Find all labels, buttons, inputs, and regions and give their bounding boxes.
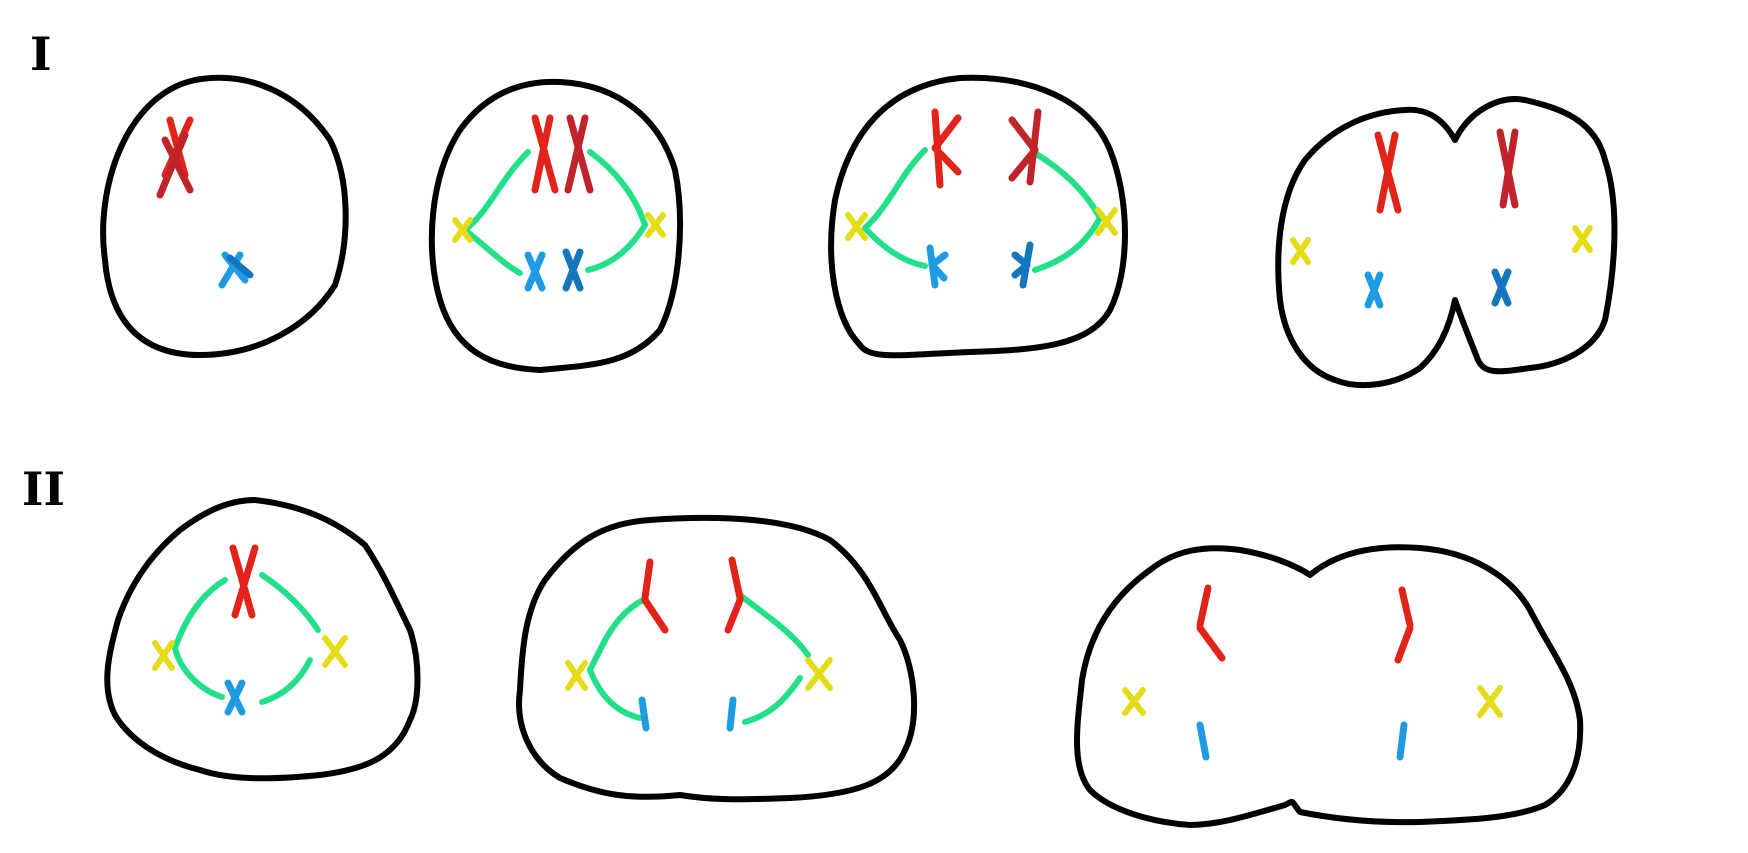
chromosome-blue-left (926, 244, 949, 289)
chromosome-blue-left (1364, 271, 1384, 309)
spindle-fibers (862, 147, 1103, 273)
centrosome-right (645, 212, 666, 238)
chromosome-pair-blue (218, 251, 254, 289)
chromosome-red-right (1008, 108, 1042, 186)
spindle-fibers (172, 572, 321, 705)
cell-membrane (1074, 544, 1584, 828)
centrosome-right (322, 635, 348, 668)
chromosome-pair-red (156, 116, 194, 199)
centrosome-right (1477, 685, 1503, 718)
chromosome-red (229, 544, 259, 619)
centrosome-left (845, 212, 868, 241)
cell-membrane (100, 74, 349, 358)
chromosomes-red (531, 114, 594, 194)
centrosome-left (1290, 237, 1311, 265)
chromatid-blue-right (726, 696, 737, 732)
cell-row2-stage1 (104, 497, 421, 782)
chromosome-red-right (1496, 128, 1519, 209)
chromosome-blue-right (1011, 241, 1034, 289)
chromatid-blue-right (1396, 721, 1408, 761)
chromatid-red-left (1196, 584, 1226, 662)
cell-row1-stage2 (428, 78, 683, 373)
cell-row2-stage2 (516, 514, 917, 803)
centrosome-left (452, 217, 473, 243)
centrosome-right (805, 657, 833, 691)
chromosome-blue (224, 679, 246, 716)
cell-row2-stage3 (1074, 544, 1584, 828)
centrosome-left (1122, 687, 1146, 716)
row-label-1: I (30, 27, 52, 81)
spindle-fibers (462, 149, 648, 276)
centrosome-right (1572, 225, 1593, 253)
cell-membrane (428, 78, 683, 373)
cell-membrane (828, 74, 1128, 359)
cell-row1-stage4 (1275, 96, 1618, 389)
cell-membrane (516, 514, 917, 803)
spindle-fibers (587, 592, 811, 725)
chromosome-red-left (931, 108, 962, 189)
chromatid-blue-left (1196, 721, 1210, 761)
row-label-2: II (22, 462, 65, 516)
chromatid-red-right (1394, 586, 1414, 664)
chromatid-blue-left (638, 696, 650, 732)
cell-row1-stage1 (100, 74, 349, 358)
centrosome-left (565, 660, 588, 691)
centrosome-right (1095, 207, 1118, 236)
chromatid-red-right (724, 556, 744, 634)
chromatid-red-left (641, 558, 669, 634)
chromosome-red-left (1374, 131, 1402, 214)
cell-row1-stage3 (828, 74, 1128, 359)
cell-membrane (104, 497, 421, 782)
chromosomes-blue (524, 248, 584, 292)
cell-membrane (1275, 96, 1618, 389)
chromosome-blue-right (1491, 268, 1512, 307)
centrosome-left (152, 640, 175, 671)
